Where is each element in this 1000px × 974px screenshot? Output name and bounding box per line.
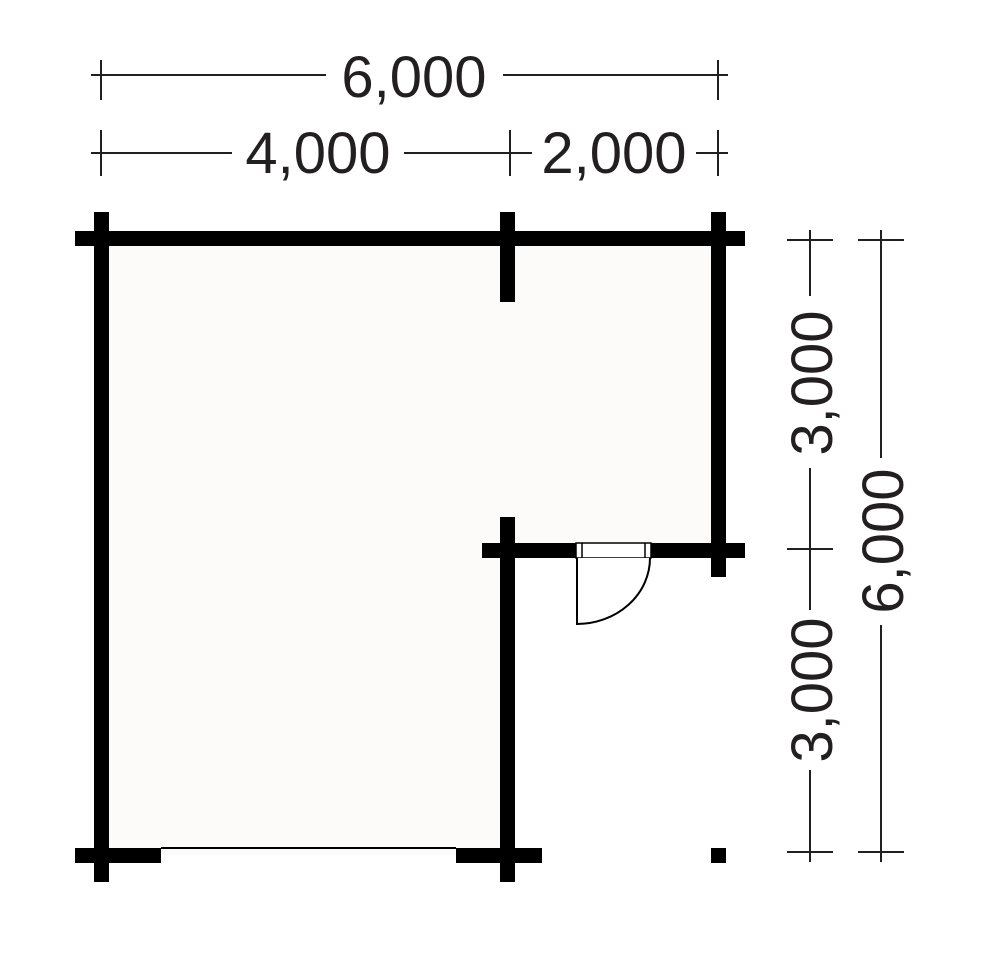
wall-middle-horizontal-right: [651, 543, 745, 558]
dimension-right-overall: 6,000: [851, 230, 916, 862]
dimension-top-segments: 4,000 2,000: [91, 121, 728, 186]
door: [575, 542, 652, 626]
dimension-top-overall: 6,000: [91, 45, 728, 110]
wall-top: [75, 231, 745, 246]
walls: [75, 212, 745, 882]
wall-partition-stub: [500, 212, 515, 302]
dimension-label: 4,000: [245, 121, 390, 186]
wall-bottom-left: [75, 848, 161, 863]
wall-middle-vertical: [500, 517, 515, 882]
dimension-label: 6,000: [341, 45, 486, 110]
dimension-label: 6,000: [851, 468, 916, 613]
wall-middle-horizontal-left: [482, 543, 576, 558]
wall-bottom-right: [456, 848, 542, 863]
floor-area: [101, 238, 718, 855]
dimension-label: 3,000: [780, 617, 845, 762]
door-swing-arc: [576, 557, 651, 626]
dimension-right-segments: 3,000 3,000: [780, 230, 845, 862]
dimension-label: 2,000: [541, 121, 686, 186]
wall-right-upper: [711, 212, 726, 577]
door-frame: [575, 542, 652, 559]
dimension-label: 3,000: [780, 310, 845, 455]
corner-post: [711, 848, 726, 863]
wall-left: [94, 212, 109, 882]
